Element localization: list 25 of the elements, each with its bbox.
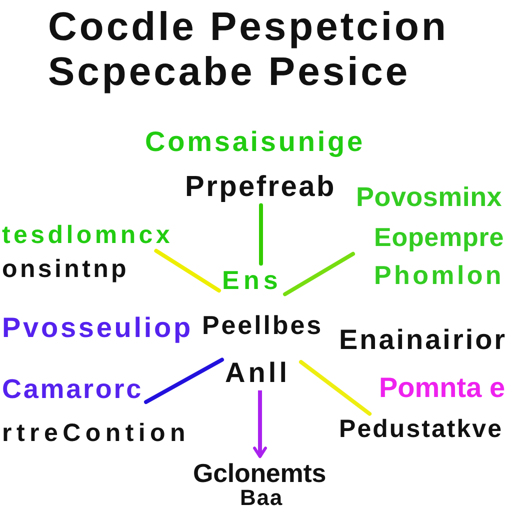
node-text: Pedustatkve bbox=[339, 416, 504, 442]
node-text: Gclonemts bbox=[193, 460, 326, 486]
annotation-text: Peellbes bbox=[202, 312, 324, 338]
annotation-text: Pomnta e bbox=[379, 374, 506, 402]
node-text: Phomlon bbox=[374, 262, 504, 288]
node-text: Povosminx bbox=[356, 184, 502, 212]
node-text: Prpefreab bbox=[185, 173, 336, 202]
node-text: Anll bbox=[225, 359, 290, 388]
connector-line bbox=[299, 360, 372, 416]
annotation-text: Enainairior bbox=[339, 326, 508, 354]
node-text: Eopempre bbox=[374, 224, 504, 250]
connector-line bbox=[259, 203, 263, 266]
connector-line bbox=[154, 248, 221, 293]
annotation-text: Comsaisunige bbox=[145, 128, 365, 156]
annotation-text: Pvosseuliop bbox=[2, 314, 194, 342]
node-text: tesdlomncx bbox=[2, 222, 174, 248]
connector-line bbox=[144, 358, 224, 404]
arrow bbox=[253, 390, 267, 458]
node-text: Baa bbox=[240, 487, 283, 510]
diagram-title: Cocdle Pespetcion Scpecabe Pesice bbox=[48, 5, 450, 95]
node-text: Camarorc bbox=[2, 376, 144, 404]
annotation-text: onsintnp bbox=[2, 256, 129, 282]
connector-line bbox=[283, 252, 355, 296]
node-text: Ens bbox=[222, 266, 282, 293]
annotation-text: rtreContion bbox=[2, 420, 190, 446]
